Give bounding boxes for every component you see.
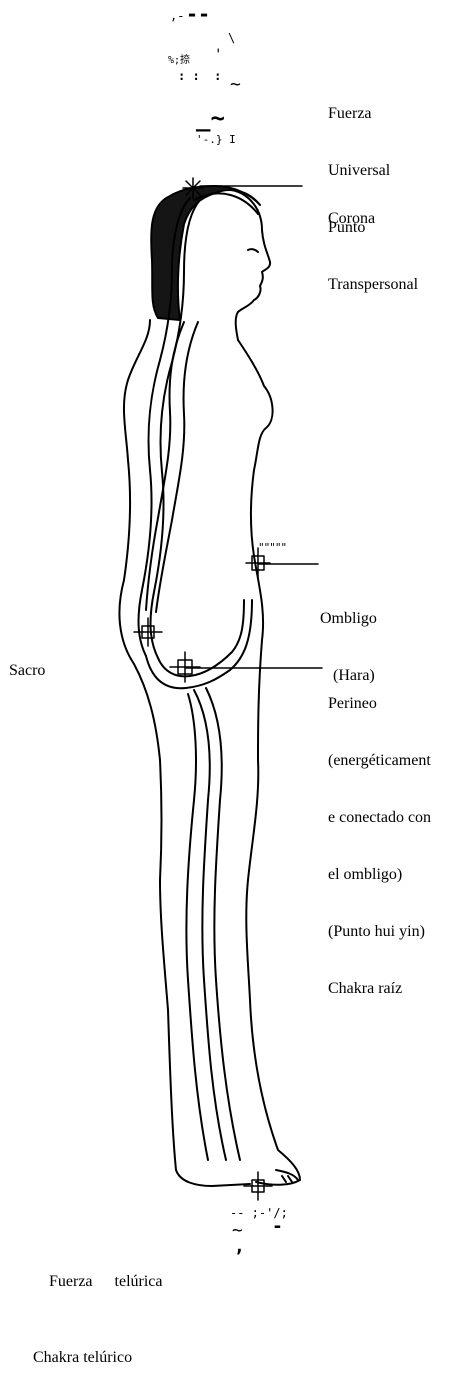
glyph-mark-3: \ (228, 32, 235, 44)
label-line: el ombligo) (328, 865, 431, 884)
glyph-mark-2: -- (186, 4, 210, 24)
label-line: Chakra telúrico (33, 1348, 163, 1367)
glyph-mark-7: ~ (230, 76, 241, 94)
label-line: (energéticament (328, 751, 431, 770)
label-line: e conectado con (328, 808, 431, 827)
label-corona: Corona (328, 171, 375, 247)
star-corona (183, 178, 203, 198)
label-line: Ombligo (320, 609, 377, 628)
glyph-mark-4: %;捺 (168, 56, 190, 66)
label-word: Fuerza (49, 1273, 93, 1290)
star-perineo (170, 652, 200, 682)
leg-channel-inner (206, 688, 240, 1160)
glyph-mark-5: ' (214, 48, 222, 62)
label-perineo: Perineo (energéticament e conectado con … (328, 656, 431, 1017)
face-profile (232, 190, 270, 340)
label-line: (Punto hui yin) (328, 922, 431, 941)
glyph-mark-10: """"" (258, 542, 286, 553)
label-sacro: Sacro (9, 623, 45, 699)
label-line: Perineo (328, 694, 431, 713)
hair (151, 186, 260, 320)
glyph-mark-9: '-.} I (196, 134, 236, 145)
label-line: Transpersonal (328, 275, 418, 294)
star-telurico (244, 1172, 272, 1200)
back-body-outline (119, 320, 250, 1186)
glyph-mark-6: : : : (178, 70, 221, 82)
front-body-outline (238, 340, 300, 1185)
glyph-mark-1: ,- (170, 10, 184, 22)
label-line: Fuerza (328, 104, 418, 123)
label-line: Sacro (9, 661, 45, 680)
label-line: Chakra raíz (328, 979, 431, 998)
glyph-mark-8: _~ (196, 106, 225, 130)
label-word: telúrica (93, 1273, 163, 1290)
glyph-mark-14: , (234, 1238, 245, 1256)
glyph-mark-13: - (272, 1218, 283, 1236)
label-line: Corona (328, 209, 375, 228)
